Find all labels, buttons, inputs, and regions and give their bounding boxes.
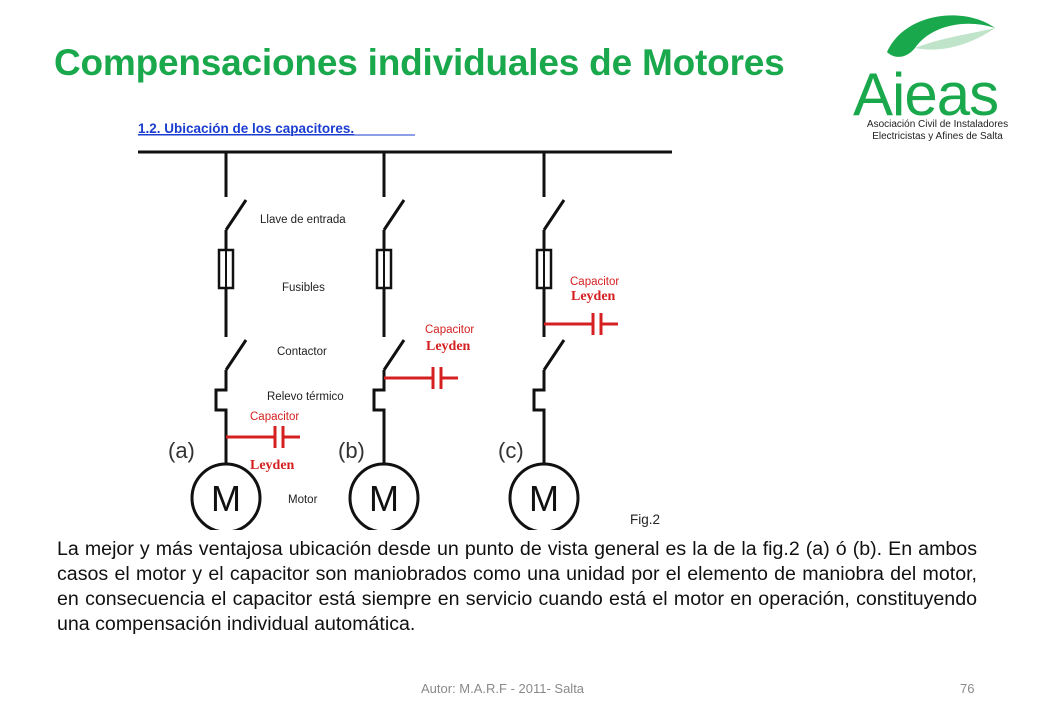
page-number: 76 xyxy=(960,681,975,696)
capacitor-c-name: Leyden xyxy=(571,289,616,304)
fig-label: Fig.2 xyxy=(630,512,660,527)
relay-label: Relevo térmico xyxy=(267,391,344,403)
branch-b-wiring xyxy=(372,152,406,464)
branch-c-wiring xyxy=(532,152,566,464)
capacitor-location-diagram: 1.2. Ubicación de los capacitores. xyxy=(138,121,672,530)
capacitor-a-symbol xyxy=(226,426,300,448)
capacitor-c-symbol xyxy=(544,313,618,335)
logo-subtitle-line1: Asociación Civil de Instaladores xyxy=(866,119,1009,130)
explanation-paragraph: La mejor y más ventajosa ubicación desde… xyxy=(57,538,977,635)
aieas-logo: Aieas Asociación Civil de Instaladores E… xyxy=(845,8,1030,148)
motor-label: Motor xyxy=(288,494,318,506)
branch-a-wiring xyxy=(214,152,248,464)
slide-title: Compensaciones individuales de Motores xyxy=(54,42,785,83)
capacitor-a-name: Leyden xyxy=(250,458,295,473)
leaf-icon xyxy=(887,15,995,57)
fuses-label: Fusibles xyxy=(282,282,325,294)
logo-subtitle-line2: Electricistas y Afines de Salta xyxy=(872,131,1003,142)
motor-b: M xyxy=(348,462,420,530)
footer-author: Autor: M.A.R.F - 2011- Salta xyxy=(421,681,585,696)
variant-b-label: (b) xyxy=(338,438,365,463)
switch-label: Llave de entrada xyxy=(260,214,346,226)
contactor-label: Contactor xyxy=(277,346,327,358)
motor-c-symbol: M xyxy=(529,478,559,519)
capacitor-b-name: Leyden xyxy=(426,339,471,354)
capacitor-b-label: Capacitor xyxy=(425,324,474,336)
motor-a: M xyxy=(190,462,262,530)
logo-name: Aieas xyxy=(853,61,999,128)
variant-c-label: (c) xyxy=(498,438,524,463)
motor-a-symbol: M xyxy=(211,478,241,519)
variant-a-label: (a) xyxy=(168,438,195,463)
capacitor-a-label: Capacitor xyxy=(250,411,299,423)
capacitor-c-label: Capacitor xyxy=(570,276,619,288)
motor-b-symbol: M xyxy=(369,478,399,519)
motor-c: M xyxy=(508,462,580,530)
figure-heading: 1.2. Ubicación de los capacitores. xyxy=(138,121,354,136)
capacitor-b-symbol xyxy=(384,367,458,389)
